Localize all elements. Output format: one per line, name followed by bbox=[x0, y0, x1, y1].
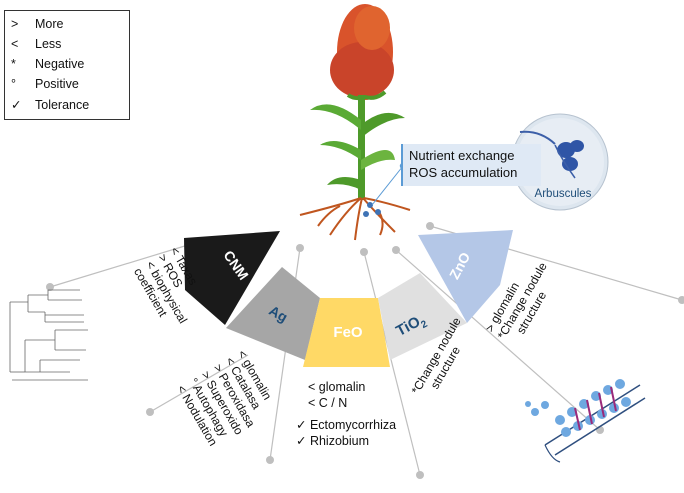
callout-line-nutrient: Nutrient exchange bbox=[409, 148, 515, 163]
legend-label: More bbox=[35, 17, 64, 31]
legend-symbol: < bbox=[11, 37, 19, 51]
segment-zno bbox=[418, 230, 513, 323]
legend-box: > More < Less * Negative ° Positive ✓ Toleran… bbox=[4, 10, 130, 120]
root-system bbox=[299, 197, 411, 241]
segment-tio2 bbox=[378, 273, 467, 360]
segment-label-feo: FeO bbox=[333, 324, 363, 341]
legend-symbol: ° bbox=[11, 77, 16, 91]
legend-label: Negative bbox=[35, 57, 85, 71]
spoke-dots bbox=[46, 222, 684, 479]
legend-symbol: * bbox=[11, 57, 16, 71]
legend-row-positive: ° Positive bbox=[11, 77, 79, 91]
legend-row-less: < Less bbox=[11, 37, 61, 51]
feo-effect-4: ✓ Rhizobium bbox=[296, 434, 369, 448]
legend-label: Positive bbox=[35, 77, 79, 91]
mycorrhiza-callout: Nutrient exchange ROS accumulation bbox=[401, 144, 541, 186]
legend-label: Tolerance bbox=[35, 98, 90, 112]
feo-effect-1: < glomalin bbox=[308, 380, 365, 394]
segment-cnm bbox=[184, 231, 280, 325]
legend-row-negative: * Negative bbox=[11, 57, 84, 71]
legend-symbol: > bbox=[11, 17, 19, 31]
legend-row-more: > More bbox=[11, 17, 63, 31]
segment-ag bbox=[226, 267, 320, 360]
segment-feo bbox=[303, 298, 390, 367]
legend-symbol: ✓ bbox=[11, 98, 22, 112]
arbuscules-label: Arbuscules bbox=[535, 188, 592, 200]
legend-label: Less bbox=[35, 37, 62, 51]
feo-effect-3: ✓ Ectomycorrhiza bbox=[296, 418, 396, 432]
callout-line-ros: ROS accumulation bbox=[409, 165, 518, 180]
feo-effect-2: < C / N bbox=[308, 396, 347, 410]
rhizobium-illustration bbox=[525, 379, 646, 463]
callout-leader bbox=[371, 165, 404, 206]
sorghum-plant-illustration bbox=[310, 4, 405, 200]
root-nodules bbox=[363, 202, 381, 217]
legend-row-tolerance: ✓ Tolerance bbox=[11, 97, 89, 112]
phylogenetic-tree-illustration bbox=[9, 289, 88, 381]
tio2-subscript: 2 bbox=[419, 318, 429, 331]
